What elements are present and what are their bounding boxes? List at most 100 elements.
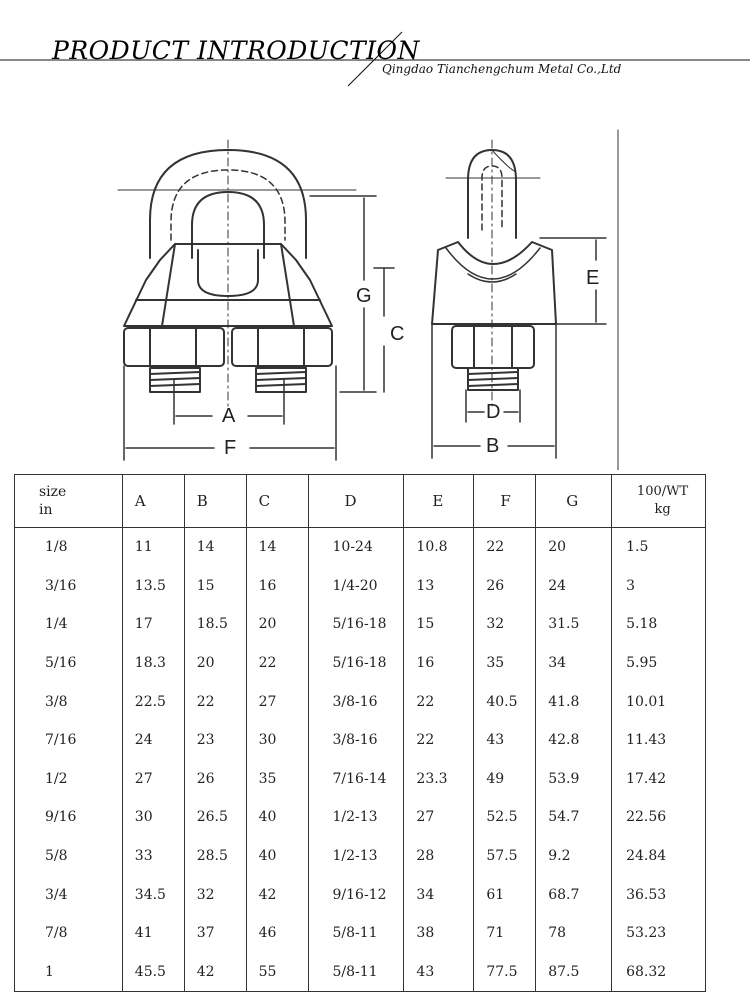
cell-d: 5/16-18 [307,643,405,683]
cell-wt: 24.84 [611,836,706,876]
page-header: PRODUCT INTRODUCTION Qingdao Tianchengch… [0,0,750,100]
cell-wt: 68.32 [611,952,706,993]
dim-label-f: F [224,437,236,459]
cell-size: 1 [14,952,123,993]
cell-size: 3/16 [14,566,123,606]
cell-wt: 5.95 [611,643,706,683]
cell-a: 17 [121,605,185,644]
cell-e: 22 [403,720,475,760]
cell-a: 27 [121,759,185,799]
cell-size: 7/16 [14,720,123,760]
cell-c: 40 [245,798,309,837]
cell-wt: 3 [611,566,706,606]
header-g: G [535,474,613,528]
cell-wt: 5.18 [611,605,706,644]
cell-g: 34 [535,643,613,683]
cell-a: 18.3 [121,643,185,683]
cell-g: 9.2 [535,836,613,876]
company-name: Qingdao Tianchengchum Metal Co.,Ltd [382,62,622,76]
cell-b: 26.5 [183,798,247,837]
cell-d: 1/2-13 [307,836,405,876]
page-title: PRODUCT INTRODUCTION [52,36,420,65]
dim-label-e: E [586,267,599,289]
cell-e: 38 [403,913,475,953]
cell-d: 1/4-20 [307,566,405,606]
cell-g: 41.8 [535,682,613,721]
cell-d: 5/8-11 [307,952,405,993]
cell-f: 77.5 [473,952,537,993]
cell-e: 43 [403,952,475,993]
cell-a: 13.5 [121,566,185,606]
cell-e: 16 [403,643,475,683]
dim-label-g: G [356,285,372,307]
cell-f: 32 [473,605,537,644]
cell-b: 23 [183,720,247,760]
cell-c: 35 [245,759,309,799]
cell-e: 22 [403,682,475,721]
cell-g: 87.5 [535,952,613,993]
cell-d: 3/8-16 [307,720,405,760]
cell-d: 5/8-11 [307,913,405,953]
cell-f: 40.5 [473,682,537,721]
cell-e: 23.3 [403,759,475,799]
cell-a: 33 [121,836,185,876]
dim-label-d: D [486,401,500,423]
cell-b: 26 [183,759,247,799]
dim-label-b: B [486,435,499,457]
header-size-line1: size [39,484,67,500]
cell-size: 1/2 [14,759,123,799]
cell-f: 26 [473,566,537,606]
header-e: E [403,474,475,528]
cell-wt: 1.5 [611,527,706,567]
cell-f: 43 [473,720,537,760]
cell-a: 24 [121,720,185,760]
cell-e: 28 [403,836,475,876]
cell-c: 27 [245,682,309,721]
cell-size: 9/16 [14,798,123,837]
cell-c: 42 [245,875,309,914]
cell-f: 57.5 [473,836,537,876]
cell-b: 20 [183,643,247,683]
cell-g: 54.7 [535,798,613,837]
cell-f: 61 [473,875,537,914]
cell-d: 1/2-13 [307,798,405,837]
cell-a: 34.5 [121,875,185,914]
cell-c: 40 [245,836,309,876]
cell-c: 22 [245,643,309,683]
cell-b: 42 [183,952,247,993]
cell-a: 30 [121,798,185,837]
cell-f: 49 [473,759,537,799]
cell-c: 55 [245,952,309,993]
cell-g: 78 [535,913,613,953]
header-weight-line2: kg [654,502,671,517]
cell-g: 20 [535,527,613,567]
header-a: A [121,474,185,528]
table-header-row: size in A B C D E F G 100/WT kg [14,474,706,528]
cell-b: 32 [183,875,247,914]
cell-wt: 22.56 [611,798,706,837]
cell-size: 1/8 [14,527,123,567]
cell-b: 14 [183,527,247,567]
cell-wt: 17.42 [611,759,706,799]
cell-size: 3/4 [14,875,123,914]
cell-wt: 53.23 [611,913,706,953]
cell-wt: 10.01 [611,682,706,721]
cell-wt: 11.43 [611,720,706,760]
header-size: size in [14,474,123,528]
cell-e: 34 [403,875,475,914]
cell-b: 37 [183,913,247,953]
cell-b: 15 [183,566,247,606]
cell-a: 11 [121,527,185,567]
cell-d: 5/16-18 [307,605,405,644]
side-view [431,129,619,470]
cell-c: 16 [245,566,309,606]
